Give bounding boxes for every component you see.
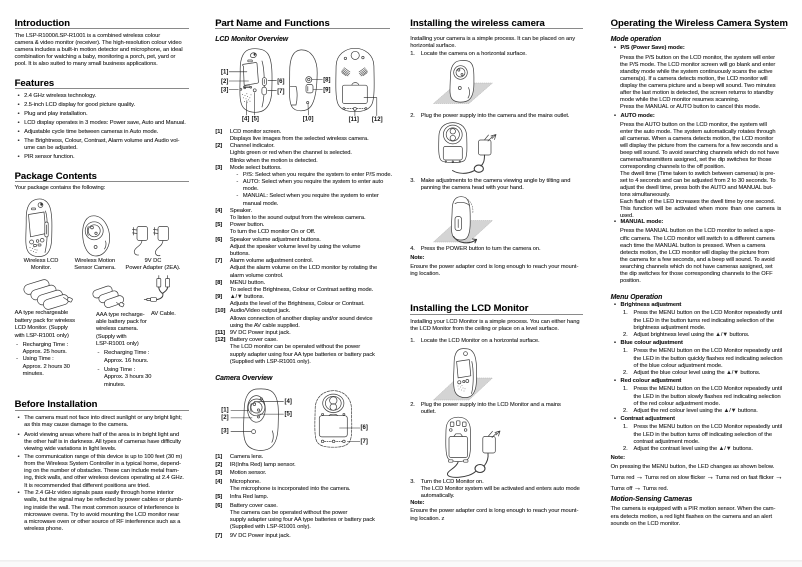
svg-text:[12]: [12] [372,117,383,123]
svg-text:[1]: [1] [221,70,228,76]
svg-text:[7]: [7] [361,439,368,445]
svg-text:[11]: [11] [349,117,359,123]
svg-text:[3]: [3] [221,88,228,94]
svg-text:[3]: [3] [221,428,228,434]
svg-text:[4]: [4] [285,399,292,405]
svg-text:[8]: [8] [323,78,330,84]
svg-text:[7]: [7] [277,89,284,95]
svg-text:[6]: [6] [277,79,284,85]
svg-text:[5]: [5] [252,116,259,122]
svg-text:[6]: [6] [361,425,368,431]
svg-text:[9]: [9] [323,88,330,94]
svg-text:[2]: [2] [221,79,228,85]
svg-text:[5]: [5] [285,411,292,417]
svg-text:[4]: [4] [242,116,249,122]
svg-text:[10]: [10] [303,116,314,122]
svg-text:[2]: [2] [221,415,228,421]
svg-text:[1]: [1] [221,407,228,413]
